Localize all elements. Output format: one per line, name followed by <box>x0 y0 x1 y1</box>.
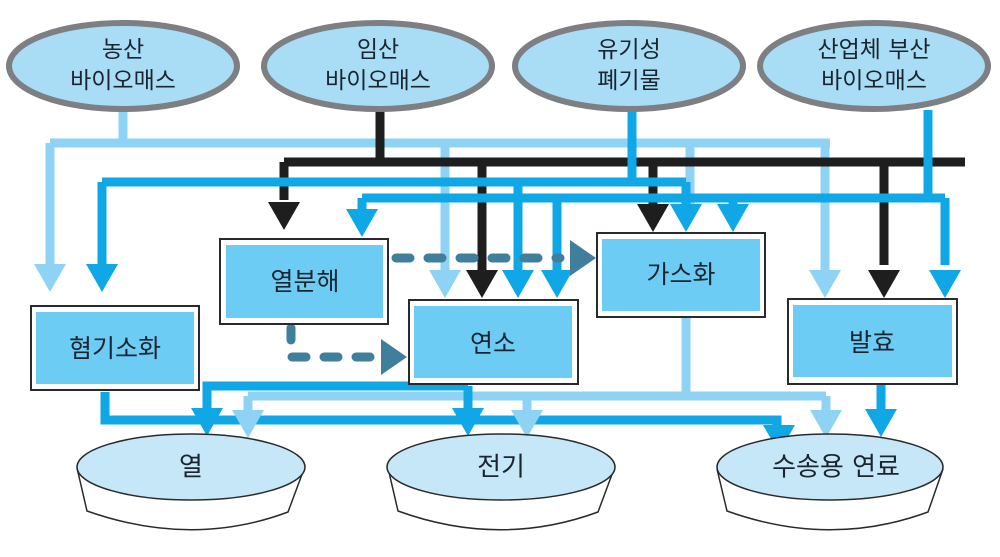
process-combustion[interactable]: 연소 <box>408 299 579 385</box>
process-gasification[interactable]: 가스화 <box>596 232 766 318</box>
arrow-pyrolysis-to-combustion <box>381 339 407 375</box>
source-label-line2: 폐기물 <box>597 68 660 94</box>
source-forest-biomass[interactable]: 임산 바이오매스 <box>261 20 495 112</box>
output-label: 전기 <box>477 453 525 483</box>
output-heat[interactable]: 열 <box>76 433 306 531</box>
source-label-line1: 산업체 부산 <box>817 37 930 63</box>
arrow-industrial-to-pyrolysis <box>346 209 378 237</box>
process-pyrolysis[interactable]: 열분해 <box>219 238 389 325</box>
arrow-agri-to-combustion <box>429 270 461 298</box>
arrow-combustion-to-heat <box>191 408 223 436</box>
flow-pyrolysis-dashed <box>286 253 565 362</box>
arrow-gasification-to-electricity <box>511 410 543 438</box>
arrow-organic-to-gasification <box>670 204 702 232</box>
process-label: 열분해 <box>270 267 339 296</box>
arrow-agri-to-fermentation <box>809 270 841 298</box>
arrow-gasification-to-heat <box>232 410 264 438</box>
arrow-industrial-to-combustion <box>541 270 573 298</box>
arrow-industrial-to-gasification <box>717 204 749 232</box>
source-label-line2: 바이오매스 <box>821 68 927 94</box>
arrow-agri-to-anaerobic <box>34 264 66 292</box>
arrow-combustion-to-electricity <box>452 408 484 436</box>
source-organic-waste[interactable]: 유기성 폐기물 <box>512 20 746 112</box>
output-electricity[interactable]: 전기 <box>386 433 616 531</box>
arrow-heads <box>34 202 961 453</box>
arrow-gasification-to-transport-fuel <box>810 410 842 438</box>
process-label: 혐기소화 <box>69 334 161 363</box>
arrow-forest-to-combustion <box>466 270 498 298</box>
process-fermentation[interactable]: 발효 <box>787 298 958 385</box>
arrow-organic-to-anaerobic <box>86 264 118 292</box>
arrow-organic-to-combustion <box>502 270 534 298</box>
source-label-line1: 농산 <box>102 37 144 63</box>
source-label-line2: 바이오매스 <box>70 68 176 94</box>
process-label: 연소 <box>470 329 516 358</box>
arrow-fermentation-to-transport-fuel <box>865 409 897 437</box>
source-label-line1: 유기성 <box>597 37 660 63</box>
source-industrial-biomass[interactable]: 산업체 부산 바이오매스 <box>757 20 991 112</box>
arrow-forest-to-fermentation <box>868 270 900 298</box>
process-anaerobic-digestion[interactable]: 혐기소화 <box>30 305 200 391</box>
output-label: 열 <box>179 453 203 483</box>
arrow-forest-to-gasification <box>637 204 669 232</box>
arrow-industrial-to-fermentation <box>929 270 961 298</box>
flow-industrial-biomass <box>357 110 950 282</box>
arrow-forest-to-pyrolysis <box>268 202 300 230</box>
output-transport-fuel[interactable]: 수송용 연료 <box>716 433 944 531</box>
process-label: 가스화 <box>646 260 715 289</box>
source-label-line2: 바이오매스 <box>325 68 431 94</box>
source-label-line1: 임산 <box>357 37 399 63</box>
arrow-pyrolysis-to-gasification <box>570 240 596 276</box>
source-agri-biomass[interactable]: 농산 바이오매스 <box>6 20 240 112</box>
process-label: 발효 <box>849 328 895 357</box>
output-label: 수송용 연료 <box>772 453 900 483</box>
